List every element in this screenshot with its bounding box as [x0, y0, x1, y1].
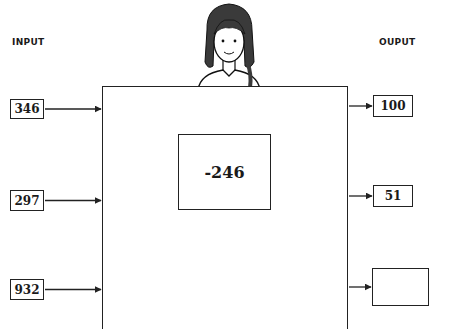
output-box	[372, 268, 429, 306]
input-box: 346	[10, 99, 44, 119]
flow-arrow	[349, 286, 371, 287]
rule-box: -246	[178, 134, 271, 210]
flow-arrow	[45, 289, 101, 290]
box-text: 932	[14, 283, 39, 297]
box-text: 51	[385, 189, 402, 203]
input-box: 932	[10, 279, 44, 300]
column-heading: OUPUT	[379, 37, 416, 47]
box-text: -246	[204, 163, 244, 182]
flow-arrow	[349, 105, 372, 106]
column-heading: INPUT	[12, 37, 44, 47]
flow-arrow	[45, 200, 101, 201]
flow-arrow	[349, 195, 372, 196]
output-box: 51	[373, 185, 413, 207]
box-text: 297	[14, 194, 39, 208]
output-box: 100	[373, 95, 413, 117]
box-text: 346	[14, 102, 39, 116]
input-box: 297	[10, 190, 44, 211]
flow-arrow	[45, 108, 101, 109]
box-text: 100	[380, 99, 405, 113]
machine-box: -246	[102, 86, 348, 329]
